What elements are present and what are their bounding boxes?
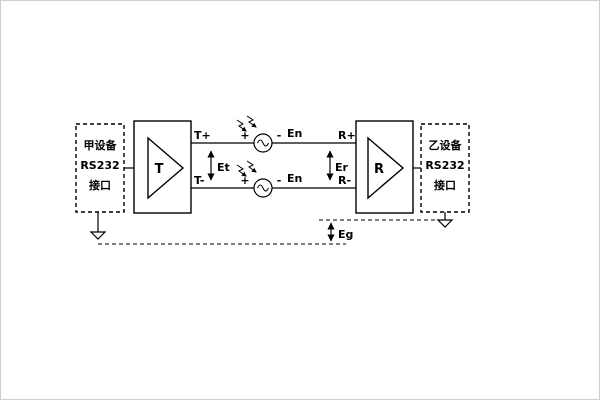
noise-bottom-minus: - <box>277 174 282 187</box>
ground-b-icon <box>436 219 454 228</box>
t-plus-label: T+ <box>194 129 211 142</box>
noise-bottom-plus: + <box>240 174 249 187</box>
ground-a <box>89 212 107 240</box>
sine-wave-icon <box>257 139 269 147</box>
r-plus-label: R+ <box>338 129 356 142</box>
noise-source-top: + - En <box>236 115 302 153</box>
er-label: Er <box>335 161 349 174</box>
t-minus-label: T- <box>194 174 204 187</box>
transmitter-label: T <box>155 162 164 177</box>
device-b-border <box>420 123 470 213</box>
et-label: Et <box>217 161 230 174</box>
receiver-label: R <box>374 162 384 177</box>
lightning-icon <box>236 119 247 132</box>
eg-label: Eg <box>338 228 353 241</box>
device-a-iface: RS232 <box>80 159 119 172</box>
sine-wave-icon <box>257 184 269 192</box>
noise-bottom-label: En <box>287 172 302 185</box>
noise-source-bottom: + - En <box>236 160 302 198</box>
ground-a-icon <box>89 231 107 240</box>
device-b-name: 乙设备 <box>429 138 463 152</box>
device-a-name: 甲设备 <box>84 138 118 152</box>
receiver-triangle <box>367 136 405 200</box>
ground-b <box>436 212 454 228</box>
signal-pair-lines <box>191 142 356 189</box>
device-b-iface: RS232 <box>425 159 464 172</box>
device-b-box: 乙设备 RS232 接口 <box>420 123 470 213</box>
device-a-box: 甲设备 RS232 接口 <box>75 123 125 213</box>
r-minus-label: R- <box>338 174 351 187</box>
device-b-port: 接口 <box>434 178 456 192</box>
device-a-port: 接口 <box>89 178 111 192</box>
transmitter-triangle <box>147 136 185 200</box>
noise-top-label: En <box>287 127 302 140</box>
noise-top-plus: + <box>240 129 249 142</box>
transmitter-box: T <box>133 120 192 214</box>
noise-top-minus: - <box>277 129 282 142</box>
lightning-icon <box>236 164 247 177</box>
lightning-icon <box>246 115 257 128</box>
receiver-box: R <box>355 120 414 214</box>
lightning-icon <box>246 160 257 173</box>
